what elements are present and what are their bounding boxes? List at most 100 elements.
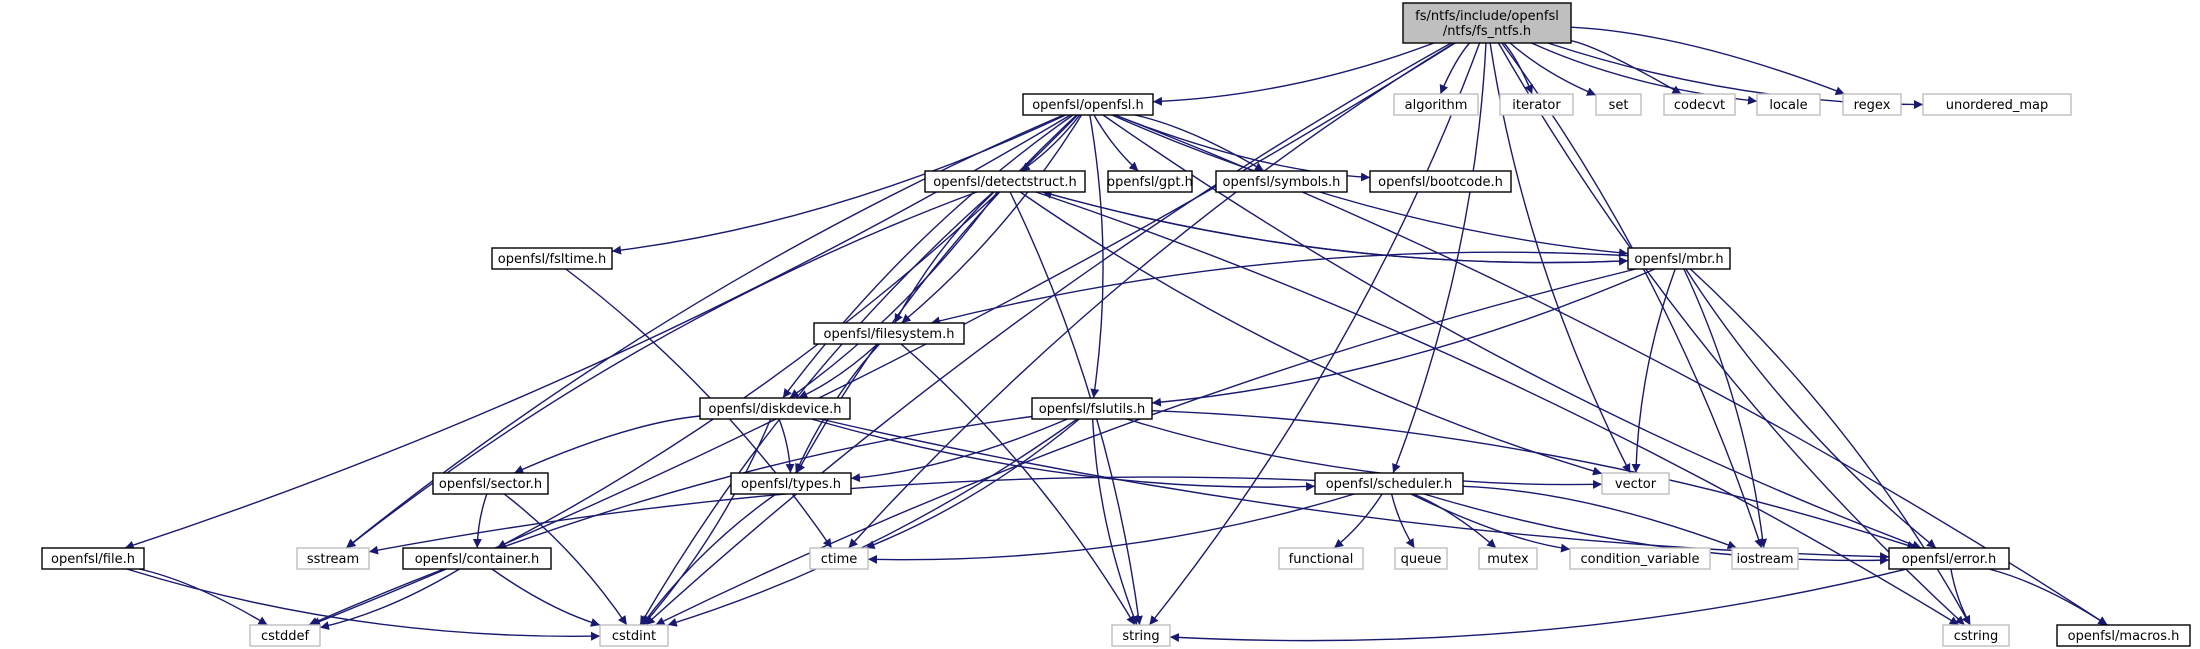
edge-detectstruct-to-filesystem	[893, 191, 995, 324]
node-symbols[interactable]: openfsl/symbols.h	[1215, 170, 1348, 193]
node-label: iterator	[1512, 98, 1561, 113]
node-box	[432, 472, 549, 495]
node-root[interactable]: fs/ntfs/include/openfsl/ntfs/fs_ntfs.h	[1402, 2, 1572, 44]
edge-filesystem-to-diskdevice	[798, 343, 878, 399]
node-label: regex	[1854, 98, 1891, 113]
edge-scheduler-to-condition_variable	[1410, 493, 1571, 553]
edge-openfsl-to-fslutils	[1089, 114, 1104, 399]
node-label: openfsl/fslutils.h	[1039, 402, 1145, 417]
node-box	[1756, 93, 1821, 116]
node-box	[1314, 472, 1464, 495]
node-detectstruct[interactable]: openfsl/detectstruct.h	[924, 170, 1086, 193]
edge-openfsl-to-fsltime	[611, 114, 1066, 255]
edge-diskdevice-to-scheduler	[811, 418, 1316, 492]
edge-fslutils-to-vector	[1126, 418, 1603, 489]
edge-mbr-to-iostream	[1683, 268, 1768, 549]
node-functional: functional	[1278, 547, 1364, 570]
edge-detectstruct-to-sstream	[345, 191, 978, 549]
edge-error-to-macros	[1988, 568, 2108, 626]
node-box	[1595, 93, 1642, 116]
node-label: openfsl/openfsl.h	[1032, 98, 1144, 113]
node-box	[1922, 93, 2072, 116]
node-label: cstddef	[261, 629, 310, 644]
edge-file-to-cstddef	[139, 568, 268, 626]
node-box	[1402, 2, 1572, 44]
edge-scheduler-to-functional	[1333, 493, 1383, 549]
edge-root-to-scheduler	[1392, 42, 1487, 474]
node-box	[296, 547, 370, 570]
node-label: openfsl/file.h	[51, 552, 135, 567]
node-cstring: cstring	[1942, 624, 2010, 647]
edge-openfsl-to-mbr	[1111, 114, 1629, 258]
edge-mbr-to-vector	[1631, 268, 1676, 474]
node-macros[interactable]: openfsl/macros.h	[2056, 624, 2191, 647]
edge-sector-to-cstdint	[503, 493, 628, 626]
node-ctime: ctime	[809, 547, 869, 570]
node-file[interactable]: openfsl/file.h	[41, 547, 145, 570]
edge-fslutils-to-string	[1091, 418, 1138, 626]
node-filesystem[interactable]: openfsl/filesystem.h	[813, 322, 965, 345]
edge-filesystem-to-string	[900, 343, 1136, 626]
node-label: vector	[1615, 477, 1657, 492]
node-box	[1731, 547, 1799, 570]
node-gpt[interactable]: openfsl/gpt.h	[1107, 170, 1193, 193]
edge-root-to-string	[1148, 42, 1481, 626]
node-bootcode[interactable]: openfsl/bootcode.h	[1369, 170, 1512, 193]
node-box	[1111, 624, 1171, 647]
node-box	[1393, 93, 1479, 116]
edge-root-to-cstdint	[645, 42, 1452, 626]
node-sstream: sstream	[296, 547, 370, 570]
edge-root-to-algorithm	[1439, 42, 1471, 95]
node-label: openfsl/scheduler.h	[1326, 477, 1453, 492]
node-openfsl[interactable]: openfsl/openfsl.h	[1022, 93, 1154, 116]
node-mbr[interactable]: openfsl/mbr.h	[1627, 247, 1731, 270]
node-box	[924, 170, 1086, 193]
node-diskdevice[interactable]: openfsl/diskdevice.h	[699, 397, 851, 420]
node-cstddef: cstddef	[249, 624, 321, 647]
node-layer: fs/ntfs/include/openfsl/ntfs/fs_ntfs.hop…	[41, 2, 2191, 647]
node-scheduler[interactable]: openfsl/scheduler.h	[1314, 472, 1464, 495]
edge-detectstruct-to-vector	[1019, 191, 1603, 476]
edge-scheduler-to-ctime	[867, 493, 1355, 564]
node-error[interactable]: openfsl/error.h	[1888, 547, 2010, 570]
node-box	[1601, 472, 1670, 495]
node-label: openfsl/types.h	[741, 477, 841, 492]
edge-detectstruct-to-cstring	[1035, 191, 1960, 626]
node-codecvt: codecvt	[1663, 93, 1736, 116]
node-box	[730, 472, 852, 495]
edge-mbr-to-filesystem	[930, 251, 1629, 326]
node-label: unordered_map	[1946, 98, 2049, 113]
edge-scheduler-to-iostream	[1462, 485, 1737, 550]
edge-root-to-ctime	[848, 42, 1455, 549]
node-label: openfsl/fsltime.h	[498, 252, 607, 267]
node-condition-variable: condition_variable	[1569, 547, 1711, 570]
node-label: openfsl/diskdevice.h	[708, 402, 841, 417]
node-box	[1478, 547, 1538, 570]
node-box	[1663, 93, 1736, 116]
edge-openfsl-to-detectstruct	[1020, 114, 1081, 172]
edge-diskdevice-to-types	[778, 418, 795, 474]
node-box	[1942, 624, 2010, 647]
node-label: openfsl/bootcode.h	[1378, 175, 1503, 190]
node-label: openfsl/gpt.h	[1107, 175, 1193, 190]
node-box	[41, 547, 145, 570]
edge-fslutils-to-error	[1151, 410, 1917, 550]
edge-error-to-string	[1169, 568, 1907, 642]
edge-mbr-to-cstring	[1689, 268, 1971, 626]
node-sector[interactable]: openfsl/sector.h	[432, 472, 549, 495]
node-label: locale	[1769, 98, 1807, 113]
node-label: cstring	[1954, 629, 1998, 644]
node-label: openfsl/sector.h	[439, 477, 542, 492]
node-label: openfsl/error.h	[1902, 552, 1996, 567]
edge-mbr-to-cstdint	[655, 268, 1636, 626]
node-box	[813, 322, 965, 345]
node-container[interactable]: openfsl/container.h	[402, 547, 552, 570]
node-box	[491, 247, 613, 270]
node-fslutils[interactable]: openfsl/fslutils.h	[1031, 397, 1153, 420]
node-label: condition_variable	[1580, 552, 1699, 567]
edge-mbr-to-detectstruct	[1042, 190, 1629, 264]
node-fsltime[interactable]: openfsl/fsltime.h	[491, 247, 613, 270]
node-label: openfsl/filesystem.h	[824, 327, 955, 342]
node-types[interactable]: openfsl/types.h	[730, 472, 852, 495]
node-label: iostream	[1736, 552, 1793, 567]
